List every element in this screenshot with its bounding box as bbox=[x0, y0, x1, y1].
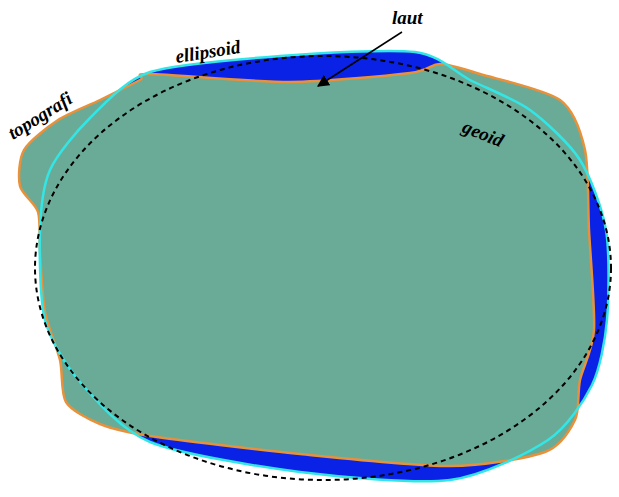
figure-label: laut bbox=[392, 8, 423, 27]
topography-outline bbox=[19, 64, 594, 466]
ellipsoid-line bbox=[35, 56, 611, 480]
leader-line bbox=[318, 32, 402, 86]
